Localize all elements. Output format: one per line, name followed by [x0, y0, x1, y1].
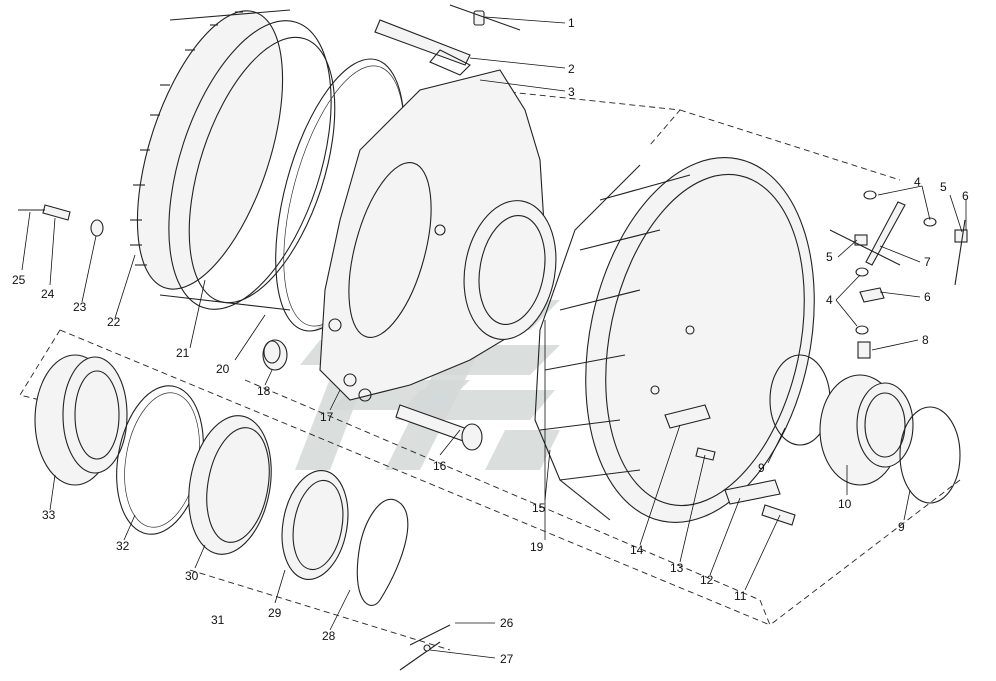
locking-plate-lower: [724, 479, 781, 505]
label-2: 2: [568, 62, 575, 76]
label-24: 24: [41, 287, 55, 301]
label-15: 15: [532, 501, 546, 515]
label-22: 22: [107, 315, 121, 329]
bearing-cup: [819, 374, 914, 486]
group-frame-lower: [19, 329, 771, 651]
label-4b: 4: [826, 293, 833, 307]
dowel-pin: [695, 447, 716, 461]
label-20: 20: [216, 362, 230, 376]
bushing: [262, 339, 288, 371]
label-5a: 5: [940, 180, 947, 194]
label-33: 33: [42, 508, 56, 522]
label-18: 18: [257, 384, 271, 398]
wheel-studs: [130, 11, 243, 266]
long-bolt: [395, 404, 483, 451]
label-21: 21: [176, 346, 190, 360]
label-28: 28: [322, 629, 336, 643]
locking-plate-upper: [664, 404, 711, 429]
hub-housing: [319, 69, 557, 402]
cotter-pin: [399, 624, 451, 671]
spoked-wheel-drum: [534, 157, 815, 523]
label-5b: 5: [826, 250, 833, 264]
washer: [90, 219, 104, 237]
leader-lines: [21, 16, 967, 659]
label-29: 29: [268, 606, 282, 620]
label-27: 27: [500, 652, 514, 666]
label-17: 17: [320, 410, 334, 424]
label-19: 19: [530, 540, 544, 554]
brake-drum-flange: [130, 9, 336, 311]
label-7: 7: [924, 255, 931, 269]
label-4a: 4: [914, 175, 921, 189]
o-ring-right: [899, 406, 961, 504]
fitting-parts: [829, 190, 968, 359]
label-16: 16: [433, 459, 447, 473]
label-26: 26: [500, 616, 514, 630]
label-31: 31: [211, 613, 225, 627]
label-30: 30: [185, 569, 199, 583]
label-8: 8: [922, 333, 929, 347]
snap-ring: [356, 498, 409, 606]
label-9b: 9: [898, 520, 905, 534]
label-23: 23: [73, 300, 87, 314]
hex-bolt: [761, 504, 796, 526]
stud-bolt: [18, 204, 71, 221]
label-11: 11: [734, 589, 747, 603]
label-32: 32: [116, 539, 130, 553]
label-6b: 6: [924, 290, 931, 304]
label-14: 14: [630, 543, 644, 557]
part-labels: 1 2 3 4 5 6 5 7 6 4 8 9 10 9 11 12 13 14…: [12, 16, 969, 666]
roller-bearing: [34, 354, 128, 486]
label-1: 1: [568, 16, 575, 30]
label-3: 3: [568, 85, 575, 99]
axle-rod: [374, 4, 521, 76]
label-13: 13: [670, 561, 684, 575]
group-frame-upper: [244, 89, 961, 626]
label-10: 10: [838, 497, 852, 511]
label-12: 12: [700, 573, 714, 587]
label-6a: 6: [962, 189, 969, 203]
label-25: 25: [12, 273, 26, 287]
oil-seal: [281, 470, 349, 580]
label-9a: 9: [758, 461, 765, 475]
seal-carrier: [188, 415, 272, 555]
